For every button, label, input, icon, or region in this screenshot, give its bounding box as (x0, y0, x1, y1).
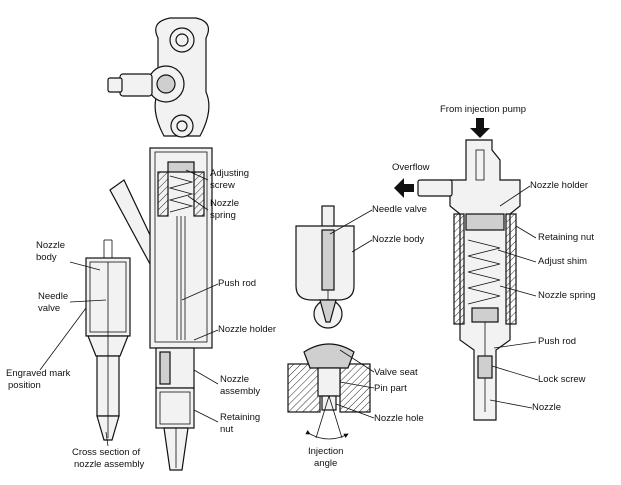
label-retaining-nut-1: Retaining (220, 412, 260, 423)
label-nozzle-spring-2: spring (210, 210, 236, 221)
label-nozzle-hole: Nozzle hole (374, 413, 424, 424)
label-overflow: Overflow (392, 162, 430, 173)
label-nozzle-body-1: Nozzle (36, 240, 65, 251)
needle-valve-detail (295, 205, 355, 329)
label-cross-section-2: nozzle assembly (74, 459, 144, 470)
label-retaining-nut-2: nut (220, 424, 234, 435)
label-r-push-rod: Push rod (538, 336, 576, 347)
from-pump-arrow (470, 118, 490, 138)
label-r-lock-screw: Lock screw (538, 374, 586, 385)
label-from-injection-pump: From injection pump (440, 104, 526, 115)
leader-lines (39, 169, 539, 447)
nozzle-holder-assembly (107, 17, 213, 471)
label-injection-angle-1: Injection (308, 446, 343, 457)
nozzle-cross-section (85, 239, 131, 441)
right-nozzle-holder (417, 139, 521, 421)
label-r-nozzle-holder: Nozzle holder (530, 180, 588, 191)
label-pin-part: Pin part (374, 383, 407, 394)
label-adjusting-screw-1: Adjusting (210, 168, 249, 179)
label-push-rod: Push rod (218, 278, 256, 289)
label-r-nozzle-spring: Nozzle spring (538, 290, 596, 301)
label-cross-section-1: Cross section of (72, 447, 140, 458)
label-nozzle-assembly-2: assembly (220, 386, 260, 397)
label-needle-valve-2: valve (38, 303, 60, 314)
overflow-arrow (394, 178, 414, 198)
label-detail-nozzle-body: Nozzle body (372, 234, 425, 245)
label-r-retaining-nut: Retaining nut (538, 232, 594, 243)
labels: Adjusting screw Nozzle spring Nozzle bod… (6, 104, 596, 470)
label-engraved-mark-1: Engraved mark (6, 368, 71, 379)
label-nozzle-assembly-1: Nozzle (220, 374, 249, 385)
label-injection-angle-2: angle (314, 458, 337, 469)
label-engraved-mark-2: position (8, 380, 41, 391)
label-detail-needle-valve: Needle valve (372, 204, 427, 215)
valve-seat-detail (287, 343, 371, 440)
label-valve-seat: Valve seat (374, 367, 418, 378)
label-nozzle-spring-1: Nozzle (210, 198, 239, 209)
label-adjusting-screw-2: screw (210, 180, 235, 191)
label-r-nozzle: Nozzle (532, 402, 561, 413)
label-needle-valve-1: Needle (38, 291, 68, 302)
label-nozzle-body-2: body (36, 252, 57, 263)
label-r-adjust-shim: Adjust shim (538, 256, 587, 267)
label-nozzle-holder: Nozzle holder (218, 324, 276, 335)
